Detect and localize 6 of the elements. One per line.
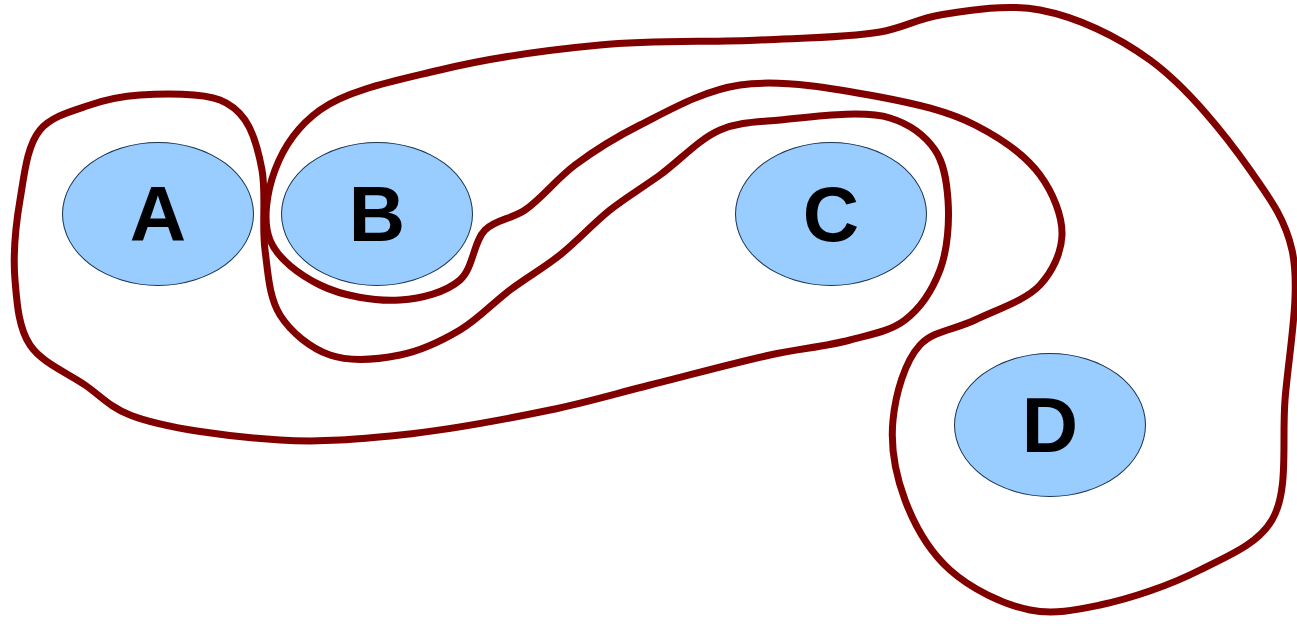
node-label: B	[348, 175, 406, 253]
node-label: A	[129, 175, 187, 253]
node-label: D	[1021, 386, 1079, 464]
closed-curve	[266, 6, 1296, 614]
node-label: C	[802, 175, 860, 253]
ellipse-node	[281, 142, 473, 286]
